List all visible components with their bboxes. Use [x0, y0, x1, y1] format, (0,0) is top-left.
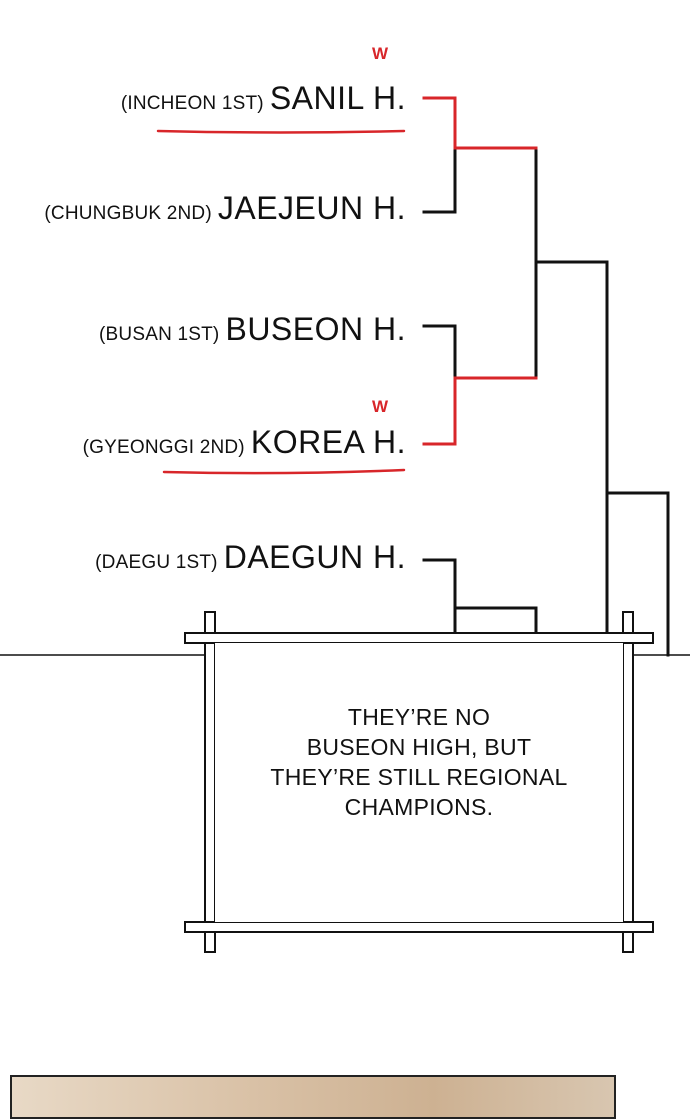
- team-korea: (GYEONGGI 2ND) KOREA H.: [83, 424, 406, 461]
- team-school: BUSEON H.: [225, 311, 406, 347]
- team-school: SANIL H.: [269, 80, 406, 116]
- caption-line: CHAMPIONS.: [344, 794, 494, 820]
- team-region: (BUSAN 1ST): [99, 324, 220, 345]
- team-school: KOREA H.: [250, 424, 406, 460]
- bracket-line-sf1-out: [534, 260, 609, 657]
- team-school: JAEJEUN H.: [217, 190, 406, 226]
- team-region: (INCHEON 1ST): [120, 93, 264, 114]
- bracket-line-daegun-branch: [453, 606, 538, 637]
- team-region: (DAEGU 1ST): [95, 552, 218, 573]
- team-daegun: (DAEGU 1ST) DAEGUN H.: [95, 539, 406, 576]
- team-sanil: (INCHEON 1ST) SANIL H.: [121, 80, 406, 117]
- team-school: DAEGUN H.: [223, 539, 406, 575]
- winner-line-sanil: [422, 96, 538, 150]
- caption-frame: [184, 611, 654, 953]
- team-jaejeun: (CHUNGBUK 2ND) JAEJEUN H.: [44, 190, 406, 227]
- winner-underline-sanil: [156, 129, 406, 134]
- bracket-line-buseon: [422, 324, 457, 380]
- caption-line: THEY’RE NO: [347, 704, 491, 730]
- winner-line-korea: [422, 376, 538, 446]
- caption-text: THEY’RE NO BUSEON HIGH, BUT THEY’RE STIL…: [270, 702, 567, 822]
- winner-mark-sanil: W: [372, 44, 389, 63]
- bracket-line-final: [605, 491, 670, 657]
- bracket-line-daegun: [422, 558, 457, 637]
- team-region: (CHUNGBUK 2ND): [44, 203, 212, 224]
- winner-mark-korea: W: [372, 397, 389, 416]
- team-region: (GYEONGGI 2ND): [82, 437, 245, 458]
- caption-line: BUSEON HIGH, BUT: [306, 734, 532, 760]
- caption-line: THEY’RE STILL REGIONAL: [270, 764, 568, 790]
- caption-box: THEY’RE NO BUSEON HIGH, BUT THEY’RE STIL…: [213, 641, 625, 923]
- winner-underline-korea: [162, 468, 406, 475]
- team-buseon: (BUSAN 1ST) BUSEON H.: [99, 311, 406, 348]
- bracket-line-jaejeun: [422, 146, 457, 214]
- next-panel-image: [10, 1075, 616, 1119]
